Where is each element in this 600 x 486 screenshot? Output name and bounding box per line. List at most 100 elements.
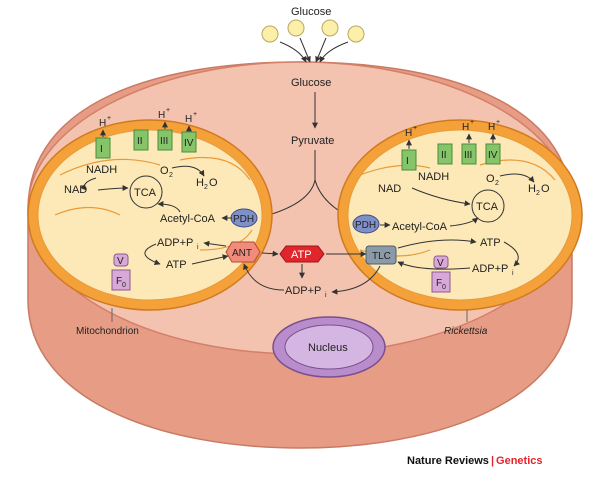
- ricket-h2o-tail: O: [541, 183, 550, 195]
- mito-nad-to-tca: [97, 185, 129, 192]
- mito-adp-to-atp: [144, 243, 161, 266]
- complex-i-label: I: [100, 144, 103, 155]
- mito-acetyl-label: Acetyl-CoA: [160, 213, 216, 225]
- pyruvate-label: Pyruvate: [291, 135, 334, 147]
- ricket-atp-label: ATP: [480, 237, 501, 249]
- ricket-v-box: [433, 255, 449, 269]
- ricket-f0-label: F: [436, 278, 442, 289]
- tlc-to-atp: [397, 238, 477, 249]
- pdh-left-label: PDH: [233, 214, 254, 225]
- mitochondrion-label: Mitochondrion: [76, 326, 139, 337]
- rickettsia-label: Rickettsia: [444, 326, 488, 337]
- complex-iii-label: III: [160, 136, 168, 147]
- mito-adp-sub: i: [197, 244, 199, 251]
- mito-f0-box: [111, 269, 131, 291]
- ricket-complexes: [401, 143, 501, 171]
- proton-label: H: [185, 114, 192, 125]
- rickettsia: [337, 119, 583, 311]
- proton-label: H: [488, 122, 495, 133]
- ricket-h2o-label: H: [528, 183, 536, 195]
- glucose-label: Glucose: [291, 77, 331, 89]
- proton-sup: +: [107, 115, 111, 122]
- complex-i-label: I: [406, 156, 409, 167]
- ant-to-atp-arrow: [261, 250, 279, 257]
- complex-iv-label: IV: [184, 138, 194, 149]
- adp-to-ant-arrow: [243, 263, 285, 291]
- journal-name: Nature Reviews: [407, 455, 489, 467]
- proton-sup: +: [496, 119, 500, 126]
- mito-ant-to-adp: [203, 240, 227, 247]
- mito-nad-label: NAD: [64, 184, 87, 196]
- complex-iv: [181, 131, 197, 153]
- complex-iii: [157, 129, 173, 151]
- mito-h2o-label: H: [196, 177, 204, 189]
- complex-i: [401, 149, 417, 171]
- credit-separator: |: [490, 455, 495, 467]
- glucose-dot: [347, 25, 365, 43]
- complex-i: [95, 137, 111, 159]
- proton-sup: +: [413, 125, 417, 132]
- pdh-right: [352, 214, 380, 234]
- adp-center-label: ADP+P: [285, 285, 321, 297]
- mito-h2o-sub: 2: [204, 184, 208, 191]
- atp-central: [279, 245, 325, 263]
- complex-ii-label: II: [137, 136, 143, 147]
- glucose-dot: [261, 25, 279, 43]
- proton-label: H: [462, 122, 469, 133]
- mito-atp-label: ATP: [166, 259, 187, 271]
- atp-center-label: ATP: [291, 249, 312, 261]
- pdh-right-label: PDH: [355, 220, 376, 231]
- ricket-o2-arrow: [499, 173, 535, 183]
- mito-o2-sub: 2: [169, 172, 173, 179]
- ricket-v-label: V: [437, 258, 444, 269]
- ricket-tca-cycle: [471, 189, 505, 223]
- glucose-outside-label: Glucose: [291, 6, 331, 18]
- ricket-adp-sub: i: [512, 270, 514, 277]
- tlc-label: TLC: [372, 251, 391, 262]
- glucose-molecules: [261, 19, 365, 43]
- journal-section: Genetics: [496, 455, 543, 467]
- ricket-acetyl-arrow: [449, 217, 479, 227]
- proton-sup: +: [166, 107, 170, 114]
- proton-sup: +: [193, 111, 197, 118]
- mito-complexes: [95, 129, 197, 159]
- ant-label: ANT: [232, 248, 252, 259]
- mito-tca-cycle: [129, 175, 163, 209]
- mito-o2-arrow: [171, 165, 205, 177]
- ricket-o2-label: O: [486, 173, 495, 185]
- complex-ii-label: II: [441, 150, 447, 161]
- tlc-to-adp-arrow: [331, 265, 381, 295]
- proton-label: H: [99, 118, 106, 129]
- ant-transporter: [225, 241, 261, 263]
- mito-nadh-label: NADH: [86, 164, 117, 176]
- nucleus-inner: [284, 324, 374, 370]
- mito-tca-label: TCA: [134, 187, 157, 199]
- proton-label: H: [158, 110, 165, 121]
- mitochondrion: [27, 119, 273, 311]
- mito-f0-sub: 0: [122, 282, 126, 289]
- publisher-credit: Nature Reviews|Genetics: [407, 455, 542, 467]
- mito-v-box: [113, 253, 129, 267]
- complex-iv: [485, 143, 501, 165]
- ricket-adp-to-tlc: [397, 261, 471, 270]
- mito-f0-label: F: [116, 276, 122, 287]
- ricket-adp-label: ADP+P: [472, 263, 508, 275]
- complex-iv-label: IV: [488, 150, 498, 161]
- mito-o2-label: O: [160, 165, 169, 177]
- adp-center-sub: i: [325, 292, 327, 299]
- mito-nadh-arrow: [80, 177, 97, 191]
- glucose-uptake-arrows: [279, 37, 349, 63]
- ricket-nadh-arrow: [411, 187, 471, 207]
- proton-label: H: [405, 128, 412, 139]
- complex-iii-label: III: [464, 150, 472, 161]
- glucose-dot: [287, 19, 305, 37]
- mito-h2o-tail: O: [209, 177, 218, 189]
- ricket-h2o-sub: 2: [536, 190, 540, 197]
- ricket-acetyl-label: Acetyl-CoA: [392, 221, 448, 233]
- tlc-transporter: [365, 245, 397, 265]
- ricket-nad-label: NAD: [378, 183, 401, 195]
- mito-v-label: V: [117, 256, 124, 267]
- ricket-o2-sub: 2: [495, 180, 499, 187]
